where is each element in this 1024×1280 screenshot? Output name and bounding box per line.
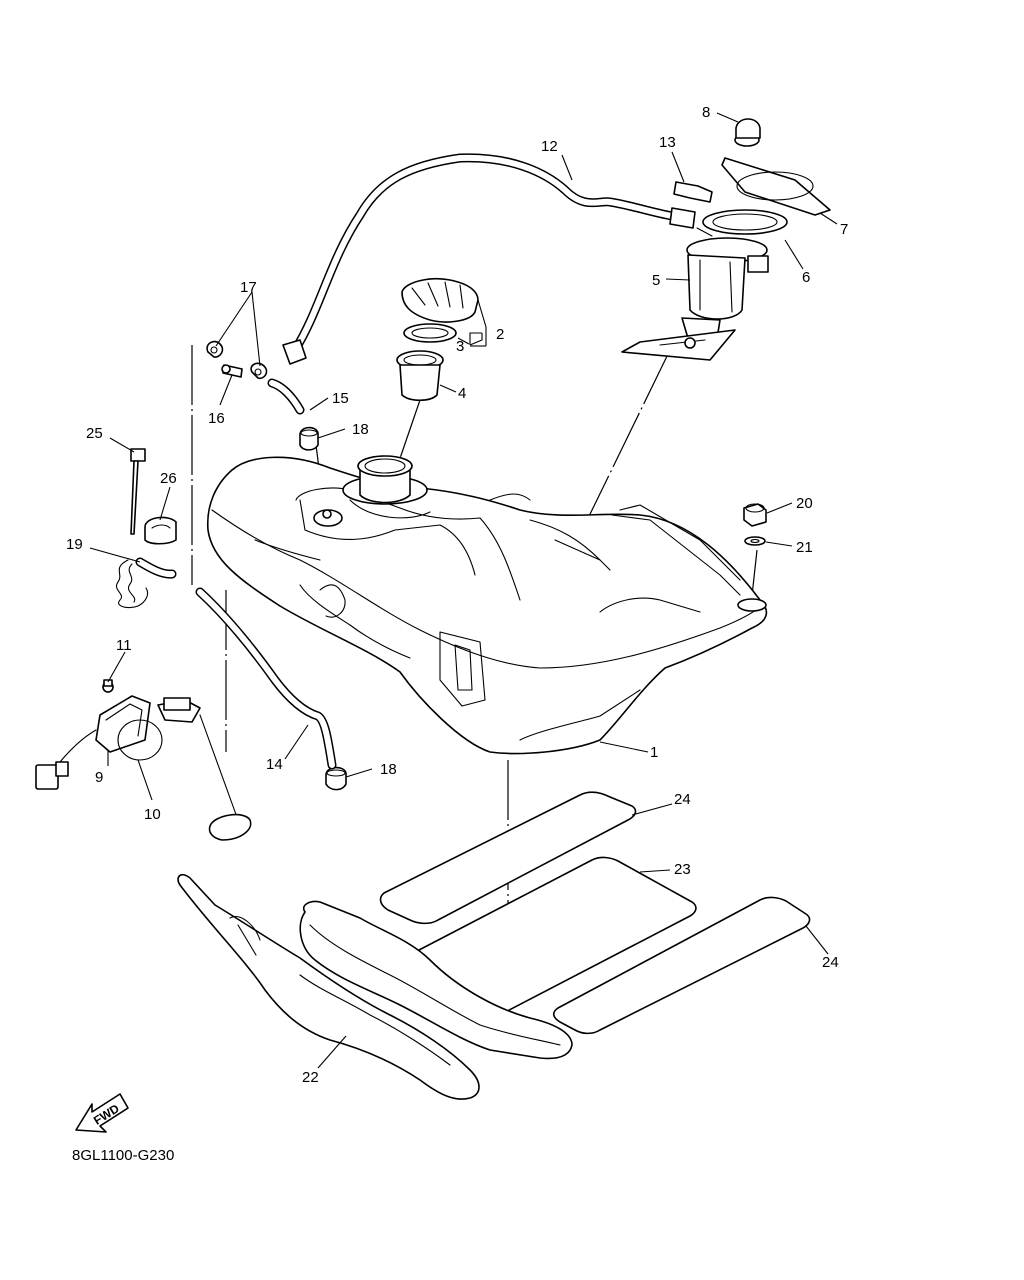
fuel-pump-assembly bbox=[621, 118, 831, 361]
callout-26: 26 bbox=[160, 470, 177, 487]
callout-18-lower: 18 bbox=[380, 761, 397, 778]
callout-3: 3 bbox=[456, 338, 464, 355]
grommets-18 bbox=[299, 426, 347, 791]
callout-16: 16 bbox=[208, 410, 225, 427]
callout-1: 1 bbox=[650, 744, 658, 761]
leader-lines bbox=[89, 112, 838, 1069]
fuel-hose-12 bbox=[282, 153, 713, 365]
guide-line-filler bbox=[395, 399, 421, 471]
callout-2: 2 bbox=[496, 326, 504, 343]
callout-22: 22 bbox=[302, 1069, 319, 1086]
callout-7: 7 bbox=[840, 221, 848, 238]
clamp-26 bbox=[144, 516, 177, 545]
drain-bolt-20 bbox=[743, 503, 767, 527]
callout-11: 11 bbox=[116, 637, 132, 654]
callout-10: 10 bbox=[144, 806, 161, 823]
filler-cap-assembly bbox=[396, 277, 479, 402]
callout-15: 15 bbox=[332, 390, 349, 407]
callout-18-upper: 18 bbox=[352, 421, 369, 438]
fuel-sender-unit bbox=[35, 679, 252, 841]
washer-21 bbox=[744, 536, 766, 546]
callout-9: 9 bbox=[95, 769, 103, 786]
callout-25: 25 bbox=[86, 425, 103, 442]
callout-5: 5 bbox=[652, 272, 660, 289]
breather-hose-19 bbox=[116, 557, 177, 609]
fuel-tank bbox=[206, 455, 768, 755]
callout-8: 8 bbox=[702, 104, 710, 121]
callout-24-upper: 24 bbox=[674, 791, 691, 808]
callout-24-lower: 24 bbox=[822, 954, 839, 971]
callout-23: 23 bbox=[674, 861, 691, 878]
fuel-hose-14 bbox=[195, 587, 337, 770]
callout-17: 17 bbox=[240, 279, 257, 296]
fwd-arrow-icon: FWD bbox=[75, 1093, 129, 1133]
callout-13: 13 bbox=[659, 134, 676, 151]
cable-tie-25 bbox=[130, 448, 146, 535]
callout-21: 21 bbox=[796, 539, 813, 556]
callout-20: 20 bbox=[796, 495, 813, 512]
callout-4: 4 bbox=[458, 385, 466, 402]
drawing-code: 8GL1100-G230 bbox=[72, 1147, 174, 1164]
hose-clamps bbox=[206, 340, 268, 380]
callout-12: 12 bbox=[541, 138, 558, 155]
guide-line-pump bbox=[574, 349, 671, 546]
callout-19: 19 bbox=[66, 536, 83, 553]
callout-14: 14 bbox=[266, 756, 283, 773]
callout-labels: 1 2 3 4 5 6 7 8 9 10 11 12 13 14 15 16 1… bbox=[66, 104, 848, 1086]
fuel-hose-15 bbox=[267, 378, 305, 415]
damper-pads bbox=[177, 791, 811, 1100]
callout-6: 6 bbox=[802, 269, 810, 286]
